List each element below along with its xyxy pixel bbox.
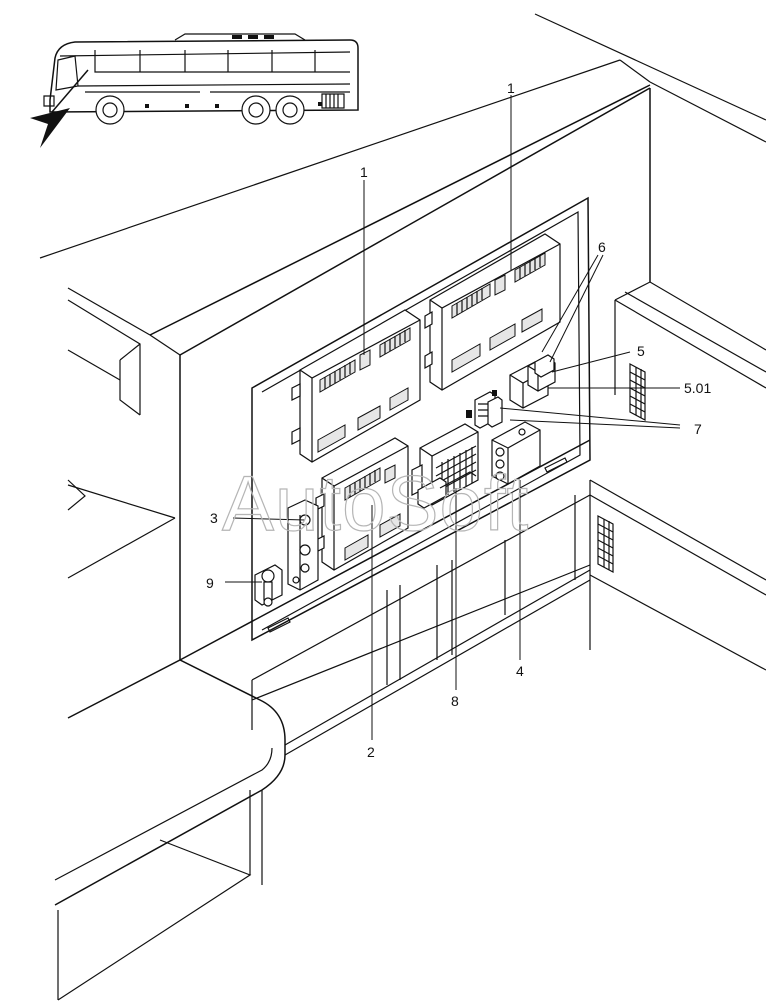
relay-unit-4 — [491, 421, 541, 485]
callout-5-01: 5.01 — [684, 380, 711, 396]
vent-grille-upper — [629, 363, 646, 421]
cabinet-structure — [39, 13, 766, 1001]
fuse-block-8 — [411, 423, 479, 509]
relay-group-5 — [509, 354, 556, 409]
callout-1-right: 1 — [507, 80, 515, 96]
callout-labels: 1 1 2 3 4 5 5.01 6 7 8 9 — [206, 80, 711, 760]
control-unit-1-right — [424, 233, 561, 391]
watermark-text: AutoSoft — [222, 459, 529, 547]
callout-4: 4 — [516, 663, 524, 679]
diode-group-7 — [466, 390, 503, 429]
callout-6: 6 — [598, 239, 606, 255]
callout-5: 5 — [637, 343, 645, 359]
callout-3: 3 — [210, 510, 218, 526]
control-unit-1-left — [291, 309, 421, 463]
callout-7: 7 — [694, 421, 702, 437]
terminal-bracket-3 — [287, 499, 319, 591]
ground-stud-9 — [254, 564, 283, 607]
callout-8: 8 — [451, 693, 459, 709]
vent-grille-lower — [597, 515, 614, 573]
mounting-panel — [251, 196, 591, 642]
callout-2: 2 — [367, 744, 375, 760]
leader-lines — [225, 95, 681, 740]
control-unit-2 — [315, 437, 409, 571]
bus-locator-thumbnail — [30, 33, 359, 148]
callout-9: 9 — [206, 575, 214, 591]
callout-1-left: 1 — [360, 164, 368, 180]
